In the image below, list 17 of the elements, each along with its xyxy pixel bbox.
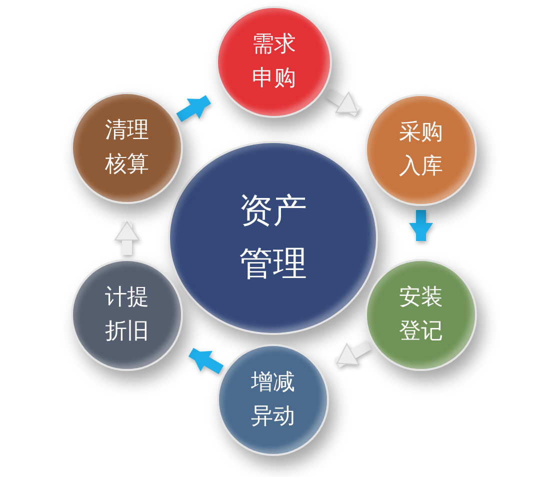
arrow	[334, 340, 372, 368]
node-label: 清理核算	[104, 116, 150, 179]
arrow	[409, 210, 433, 241]
arrow	[176, 95, 212, 122]
node-label: 资产管理	[238, 190, 308, 286]
arrow	[188, 348, 224, 374]
node-label: 安装登记	[398, 284, 444, 346]
circle-node	[168, 141, 378, 335]
node-label: 计提折旧	[104, 284, 150, 346]
node-label: 增减异动	[250, 368, 296, 431]
node-label: 采购入库	[398, 118, 444, 181]
arrow	[324, 88, 360, 116]
circle-node	[365, 94, 477, 206]
arrow	[114, 222, 140, 255]
node-label: 需求申购	[251, 30, 297, 93]
circle-node	[365, 259, 477, 371]
circle-node	[217, 344, 329, 456]
